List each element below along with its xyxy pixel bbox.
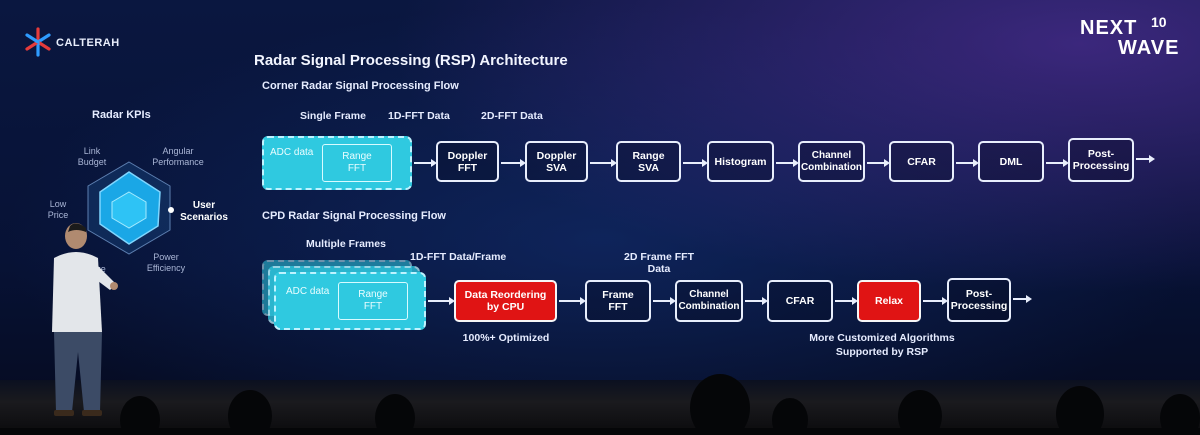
- label-2d-fft: 2D-FFT Data: [481, 110, 543, 122]
- arrow: [923, 297, 948, 305]
- cpd-step-cfar: CFAR: [767, 280, 833, 322]
- arrow: [559, 297, 586, 305]
- arrow: [1013, 295, 1032, 303]
- kpi-label-low-price: Low Price: [47, 199, 69, 220]
- arrow: [683, 159, 708, 167]
- brand-next: NEXT: [1080, 17, 1138, 39]
- presenter-image: [52, 223, 118, 416]
- corner-step-doppler-fft: Doppler FFT: [436, 141, 499, 182]
- audience-silhouettes: [0, 374, 1200, 435]
- arrow: [501, 159, 526, 167]
- label-1d-fft: 1D-FFT Data: [388, 110, 450, 122]
- corner-step-histogram: Histogram: [707, 141, 774, 182]
- label-2d-frame-fft: 2D Frame FFT Data: [623, 251, 694, 275]
- kpi-radar-chart: [87, 161, 174, 255]
- stage-floor: [0, 380, 1200, 435]
- caption-customized: More Customized Algorithms Supported by …: [809, 332, 955, 358]
- cpd-step-channel-combination: Channel Combination: [675, 280, 743, 322]
- cpd-adc-label: ADC data: [286, 286, 330, 297]
- corner-step-dml: DML: [978, 141, 1044, 182]
- brand-number: 10: [1151, 14, 1167, 30]
- corner-step-cfar: CFAR: [889, 141, 954, 182]
- arrow: [1046, 159, 1069, 167]
- corner-range-fft: Range FFT: [322, 144, 392, 182]
- logo-name: CALTERAH: [56, 37, 120, 49]
- slide-title: Radar Signal Processing (RSP) Architectu…: [254, 52, 568, 69]
- cpd-step-frame-fft: Frame FFT: [585, 280, 651, 322]
- brand-wave: WAVE: [1118, 37, 1180, 59]
- cpd-step-post-processing: Post- Processing: [947, 278, 1011, 322]
- corner-step-post-processing: Post- Processing: [1068, 138, 1134, 182]
- label-1d-fft-frame: 1D-FFT Data/Frame: [410, 251, 507, 263]
- cpd-step-relax: Relax: [857, 280, 921, 322]
- arrow: [590, 159, 617, 167]
- kpi-label-user-scenarios: User Scenarios: [180, 200, 228, 223]
- cpd-input-block: ADC data Range FFT: [274, 272, 426, 330]
- arrow: [1136, 155, 1155, 163]
- arrow: [956, 159, 979, 167]
- caption-optimized: 100%+ Optimized: [462, 332, 550, 344]
- cpd-flow-heading: CPD Radar Signal Processing Flow: [262, 210, 446, 222]
- corner-adc-label: ADC data: [270, 147, 314, 158]
- cpd-step-data-reordering: Data Reordering by CPU: [454, 280, 557, 322]
- kpi-title: Radar KPIs: [92, 109, 151, 121]
- label-multiple-frames: Multiple Frames: [306, 238, 386, 250]
- corner-input-block: ADC data Range FFT: [262, 136, 412, 190]
- corner-step-range-sva: Range SVA: [616, 141, 681, 182]
- corner-flow-heading: Corner Radar Signal Processing Flow: [262, 80, 459, 92]
- calterah-logo-icon: [25, 27, 51, 57]
- kpi-label-angular: Angular Performance: [152, 146, 204, 167]
- kpi-label-power: Power Efficiency: [146, 252, 186, 273]
- arrow: [745, 297, 768, 305]
- corner-step-channel-combination: Channel Combination: [798, 141, 865, 182]
- cpd-range-fft: Range FFT: [338, 282, 408, 320]
- arrow: [835, 297, 858, 305]
- arrow: [428, 297, 455, 305]
- corner-step-doppler-sva: Doppler SVA: [525, 141, 588, 182]
- arrow: [776, 159, 799, 167]
- arrow: [867, 159, 890, 167]
- arrow: [653, 297, 676, 305]
- label-single-frame: Single Frame: [300, 110, 366, 122]
- kpi-label-link-budget: Link Budget: [77, 146, 107, 167]
- arrow: [414, 159, 437, 167]
